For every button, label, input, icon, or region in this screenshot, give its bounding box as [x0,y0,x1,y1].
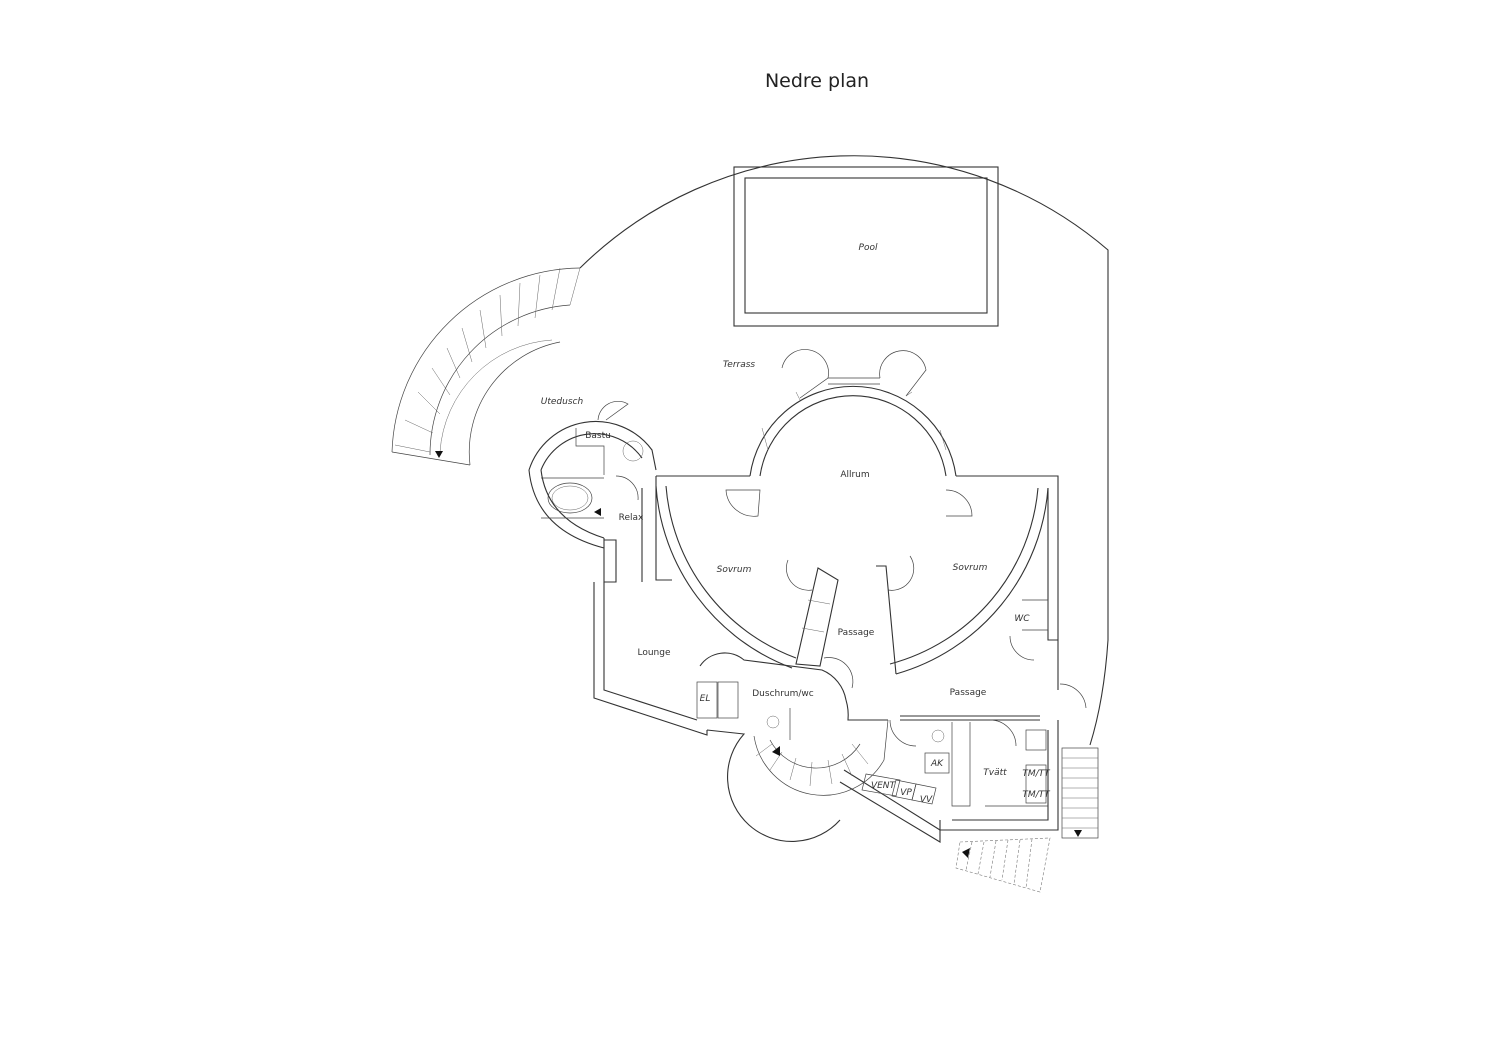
label-vp: VP [900,788,912,798]
label-tm-tt-bottom: TM/TT [1022,790,1051,800]
label-allrum: Allrum [840,470,869,480]
label-tvatt: Tvätt [983,768,1007,778]
outdoor-stair-left [391,267,581,466]
label-ak: AK [930,759,944,769]
label-lounge: Lounge [637,648,670,658]
dashed-stair-lower [955,837,1051,893]
label-utedusch: Utedusch [541,397,584,407]
label-vv: VV [920,795,933,805]
building-walls [593,475,1059,843]
pool-inner [744,177,988,314]
pool-outer [733,166,999,327]
plan-title: Nedre plan [764,70,870,92]
shower-and-spiral-stair [696,652,889,842]
label-vent: VENT [871,781,897,791]
label-relax: Relax [619,513,644,523]
label-duschrum: Duschrum/wc [752,689,814,699]
allrum-round-room [725,349,973,517]
label-el: EL [700,694,711,704]
label-wc: WC [1014,614,1030,624]
label-passage-right: Passage [950,688,987,698]
label-sovrum-left: Sovrum [717,565,752,575]
site-boundary [579,155,1109,746]
outdoor-stair-right [1061,747,1099,839]
utility-area [861,599,1087,807]
label-passage-center: Passage [838,628,875,638]
label-terrass: Terrass [723,360,756,370]
sauna-block [528,400,657,549]
label-sovrum-right: Sovrum [953,563,988,573]
bedroom-arcs [655,485,1049,675]
label-tm-tt-top: TM/TT [1022,769,1051,779]
label-bastu: Bastu [585,431,611,441]
label-pool: Pool [859,243,878,253]
